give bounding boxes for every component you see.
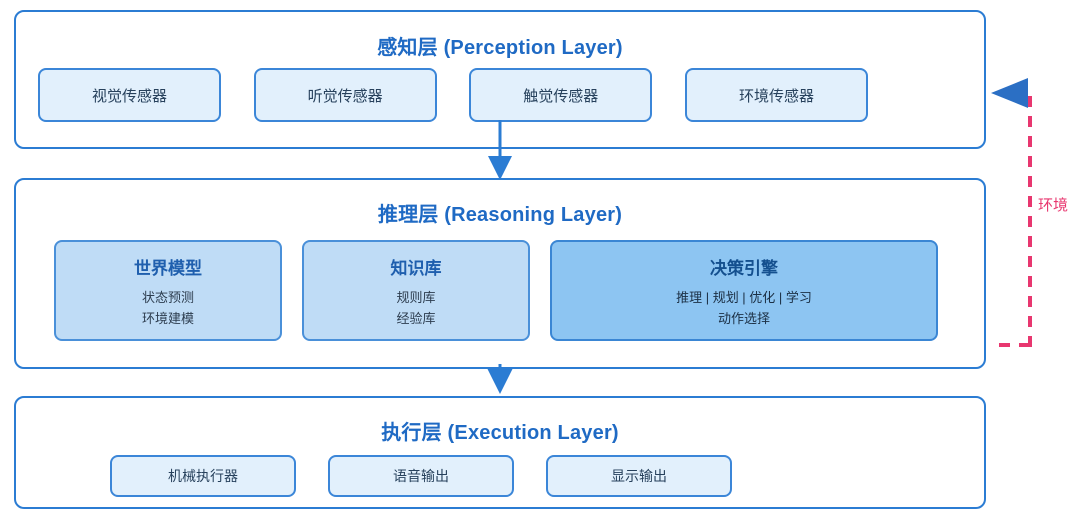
reasoning-module-row: 世界模型 状态预测 环境建模 知识库 规则库 经验库 决策引擎 推理 | 规划 …: [54, 240, 938, 341]
feedback-loop-label: 环境: [1038, 197, 1069, 214]
arrow-perception-to-reasoning: [488, 120, 512, 180]
module-knowledge-base-line-1: 规则库: [396, 290, 436, 306]
module-knowledge-base-line-2: 经验库: [396, 310, 436, 326]
module-decision-engine-lines: 推理 | 规划 | 优化 | 学习 动作选择: [552, 288, 936, 328]
module-knowledge-base-lines: 规则库 经验库: [304, 288, 528, 328]
execution-node-row: 机械执行器 语音输出 显示输出: [110, 455, 732, 497]
node-mechanical-actuator[interactable]: 机械执行器: [110, 455, 296, 497]
layer-reasoning-title: 推理层 (Reasoning Layer): [377, 204, 623, 226]
module-knowledge-base[interactable]: 知识库 规则库 经验库: [302, 240, 530, 341]
module-world-model-line-2: 环境建模: [141, 310, 194, 326]
node-environment-sensor[interactable]: 环境传感器: [684, 68, 868, 122]
node-display-output-label: 显示输出: [611, 468, 667, 484]
layer-perception-title: 感知层 (Perception Layer): [377, 37, 623, 59]
module-world-model-title: 世界模型: [134, 259, 202, 278]
node-visual-sensor[interactable]: 视觉传感器: [38, 68, 221, 122]
module-world-model[interactable]: 世界模型 状态预测 环境建模: [54, 240, 282, 341]
module-knowledge-base-title: 知识库: [390, 259, 442, 278]
node-tactile-sensor-label: 触觉传感器: [523, 87, 599, 105]
node-environment-sensor-label: 环境传感器: [738, 87, 814, 105]
layer-execution-title: 执行层 (Execution Layer): [381, 422, 619, 444]
node-auditory-sensor[interactable]: 听觉传感器: [253, 68, 437, 122]
module-decision-engine-line-1: 推理 | 规划 | 优化 | 学习: [676, 290, 812, 306]
node-auditory-sensor-label: 听觉传感器: [307, 87, 383, 105]
node-visual-sensor-label: 视觉传感器: [91, 87, 167, 105]
node-voice-output-label: 语音输出: [393, 468, 449, 484]
arrow-reasoning-to-execution: [487, 364, 513, 394]
module-decision-engine-title: 决策引擎: [710, 259, 778, 278]
perception-node-row: 视觉传感器 听觉传感器 触觉传感器 环境传感器: [38, 68, 868, 122]
module-world-model-line-1: 状态预测: [141, 290, 194, 306]
module-decision-engine-line-2: 动作选择: [717, 310, 770, 326]
feedback-loop-arrow: [991, 78, 1032, 347]
node-mechanical-actuator-label: 机械执行器: [168, 468, 238, 484]
module-world-model-lines: 状态预测 环境建模: [56, 288, 280, 328]
node-voice-output[interactable]: 语音输出: [328, 455, 514, 497]
node-tactile-sensor[interactable]: 触觉传感器: [469, 68, 653, 122]
node-display-output[interactable]: 显示输出: [546, 455, 732, 497]
module-decision-engine[interactable]: 决策引擎 推理 | 规划 | 优化 | 学习 动作选择: [550, 240, 938, 341]
